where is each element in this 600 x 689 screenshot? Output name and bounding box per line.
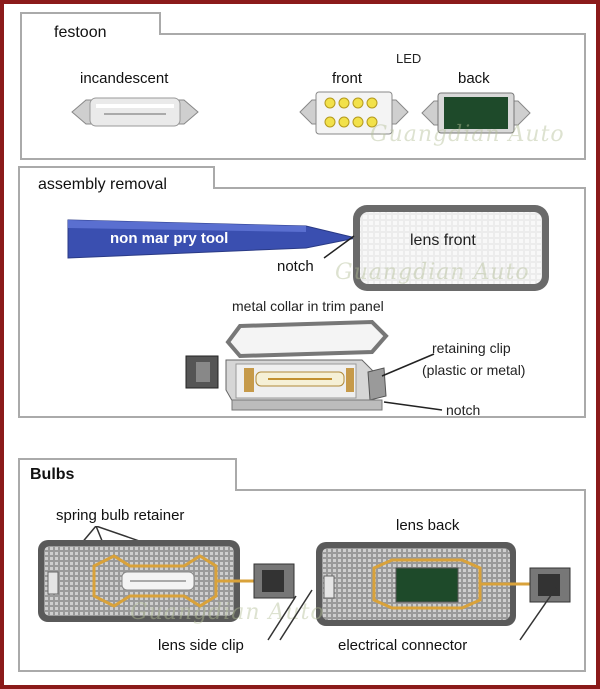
pry-tool-label: non mar pry tool [110, 230, 229, 247]
lens-back-label: lens back [396, 517, 460, 534]
lens-front [353, 205, 549, 291]
watermark-2: Guangdian Auto [335, 260, 530, 285]
pry-tool [67, 219, 357, 259]
lens-front-label: lens front [410, 232, 476, 249]
led-festoon-back [421, 92, 531, 134]
retaining-clip-leader [381, 353, 435, 377]
housing-assembly [185, 319, 389, 411]
notch-label-top: notch [277, 258, 314, 275]
spring-retainer-label: spring bulb retainer [56, 507, 185, 524]
notch-label-bottom: notch [446, 402, 481, 418]
retaining-clip-label-1: retaining clip [432, 340, 511, 356]
incandescent-label: incandescent [80, 70, 169, 87]
led-festoon-front [299, 91, 409, 135]
lens-side-clip-label: lens side clip [158, 637, 244, 654]
assembly-title: assembly removal [38, 176, 167, 193]
incandescent-festoon-bulb [71, 97, 199, 127]
bulbs-title: Bulbs [30, 466, 75, 483]
festoon-title: festoon [54, 24, 107, 41]
led-label: LED [396, 51, 422, 66]
collar-label: metal collar in trim panel [232, 298, 384, 314]
watermark-1: Guangdian Auto [370, 122, 565, 147]
notch-bottom-leader [383, 401, 443, 411]
front-label: front [332, 70, 363, 87]
notch-top-leader [323, 235, 355, 259]
lens-back-led [316, 542, 571, 626]
back-label: back [458, 70, 490, 87]
retaining-clip-label-2: (plastic or metal) [422, 362, 526, 378]
lens-back-incandescent [38, 526, 295, 622]
electrical-connector-label: electrical connector [338, 637, 468, 654]
